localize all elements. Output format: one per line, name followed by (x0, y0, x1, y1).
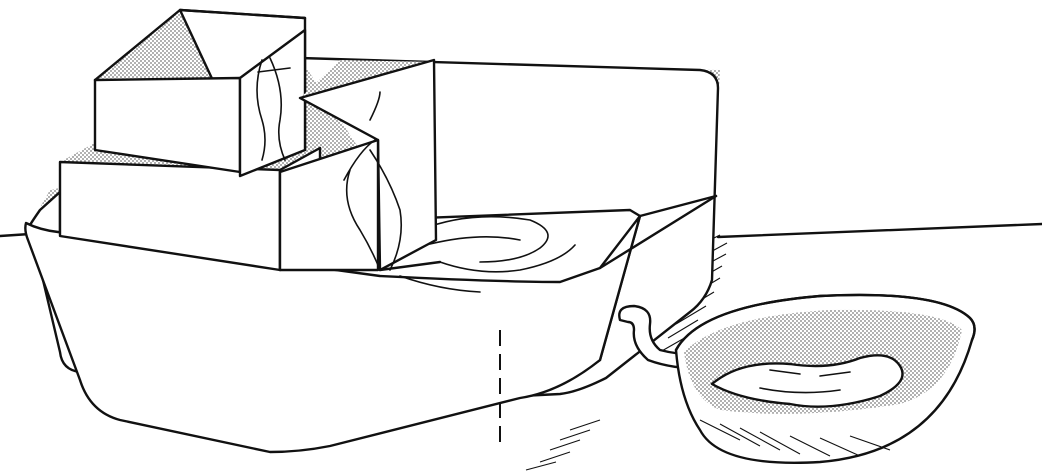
back-left-tall-box (95, 10, 305, 176)
collection-bowl (676, 295, 975, 463)
